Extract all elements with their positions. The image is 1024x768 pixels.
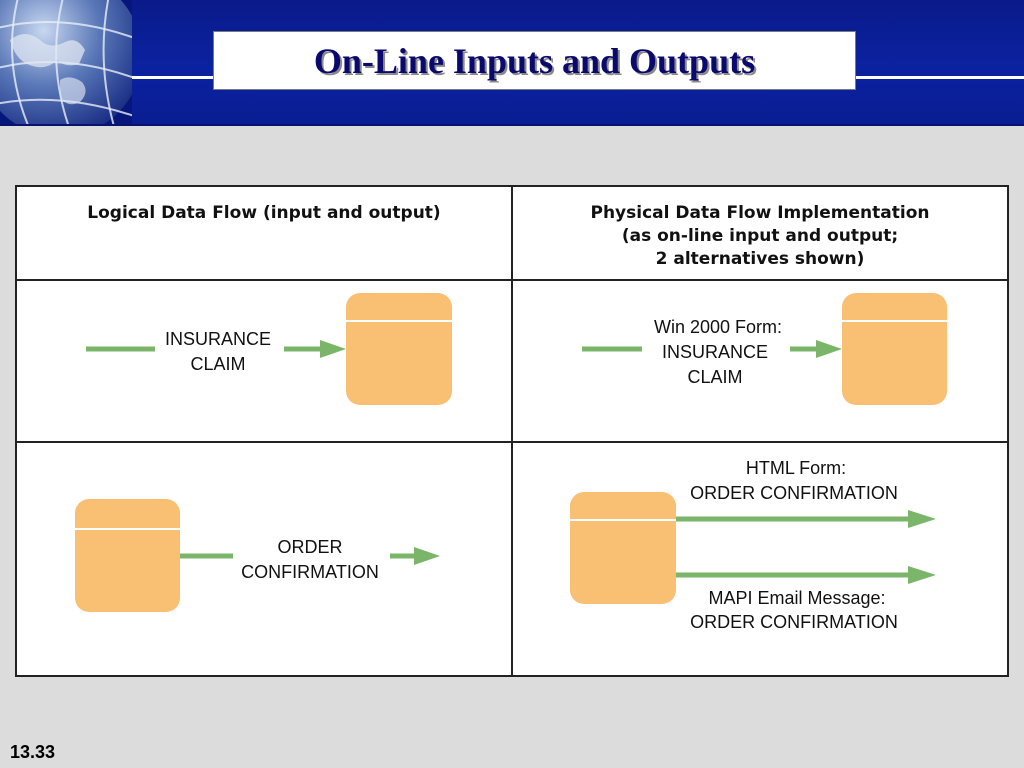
right-header-line-3: 2 alternatives shown) <box>656 249 865 269</box>
globe-logo <box>0 0 132 124</box>
flow-label-html-line-2: ORDER CONFIRMATION <box>690 483 898 503</box>
arrowhead-icon <box>908 566 936 584</box>
arrowhead-icon <box>414 547 440 565</box>
flow-label-order-line-1: ORDER <box>277 537 342 557</box>
flow-label-win-form-line-3: CLAIM <box>687 367 742 387</box>
slide-number: 13.33 <box>10 742 56 762</box>
header-rule-left <box>132 76 213 79</box>
title-box: On-Line Inputs and Outputs <box>213 31 856 90</box>
right-header-line-1: Physical Data Flow Implementation <box>591 203 930 223</box>
process-box-insurance-logical <box>346 293 452 405</box>
left-column-header: Logical Data Flow (input and output) <box>87 203 440 223</box>
flow-label-order-line-2: CONFIRMATION <box>241 562 379 582</box>
process-box-order-logical <box>75 499 180 612</box>
slide-header: On-Line Inputs and Outputs <box>0 0 1024 126</box>
flow-label-mapi-line-2: ORDER CONFIRMATION <box>690 612 898 632</box>
arrowhead-icon <box>320 340 346 358</box>
flow-label-win-form-line-2: INSURANCE <box>662 342 768 362</box>
arrowhead-icon <box>908 510 936 528</box>
flow-label-insurance-line-2: CLAIM <box>190 354 245 374</box>
process-box-insurance-physical <box>842 293 947 405</box>
process-box-order-physical <box>570 492 676 604</box>
flow-label-win-form-line-1: Win 2000 Form: <box>654 317 782 337</box>
flow-label-html-line-1: HTML Form: <box>746 458 846 478</box>
page-title: On-Line Inputs and Outputs <box>313 40 756 81</box>
arrowhead-icon <box>816 340 842 358</box>
flow-label-insurance-line-1: INSURANCE <box>165 329 271 349</box>
header-rule-right <box>856 76 1024 79</box>
flow-label-mapi-line-1: MAPI Email Message: <box>708 588 885 608</box>
right-header-line-2: (as on-line input and output; <box>622 226 898 246</box>
